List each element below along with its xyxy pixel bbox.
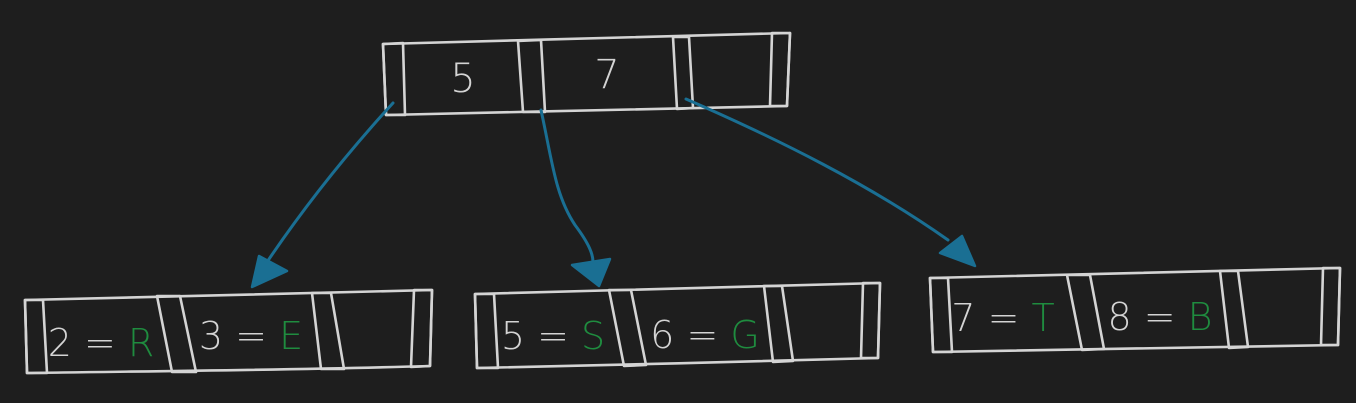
leaf-1-slot-0 xyxy=(23,298,49,375)
pointer-arrows xyxy=(250,97,977,289)
arrow-root-to-leaf-3 xyxy=(684,97,950,242)
leaf-1-slot-3 xyxy=(409,288,434,369)
leaf-2-value-1: S xyxy=(581,314,605,358)
arrow-root-to-leaf-1 xyxy=(261,101,395,270)
leaf-2-entry-2: 6 = G xyxy=(650,313,760,357)
leaf-1-slot-2 xyxy=(310,291,346,371)
leaf-node-1: 2 = R 3 = E xyxy=(23,288,434,375)
root-key-2: 7 xyxy=(594,52,619,98)
leaf-2-key-1: 5 xyxy=(501,314,525,358)
leaf-2-slot-3 xyxy=(859,281,882,360)
root-node: 5 7 xyxy=(381,31,792,117)
arrow-head-1 xyxy=(250,254,289,289)
leaf-1-entry-1: 2 = R xyxy=(48,321,155,365)
leaf-1-key-1: 2 xyxy=(48,321,72,365)
leaf-node-3-outline xyxy=(928,266,1342,354)
leaf-3-entry-2: 8 = B xyxy=(1107,295,1212,339)
leaf-3-slot-1 xyxy=(1065,273,1106,352)
root-node-outline xyxy=(381,31,792,117)
root-pointer-slot-3 xyxy=(768,31,792,108)
leaf-3-entry-1: 7 = T xyxy=(951,296,1054,340)
leaf-1-entry-2: 3 = E xyxy=(199,314,303,358)
leaf-node-1-outline xyxy=(23,288,434,375)
leaf-3-value-1: T xyxy=(1031,296,1054,340)
leaf-3-value-2: B xyxy=(1188,295,1213,339)
root-pointer-slot-1 xyxy=(516,38,547,114)
leaf-3-slot-2 xyxy=(1218,269,1250,350)
leaf-2-value-2: G xyxy=(730,313,759,357)
leaf-1-key-2: 3 xyxy=(199,314,223,358)
leaf-2-key-2: 6 xyxy=(650,313,674,357)
root-pointer-slot-0 xyxy=(381,41,407,117)
leaf-3-slot-3 xyxy=(1319,266,1342,347)
arrow-head-2 xyxy=(570,257,612,288)
leaf-2-slot-1 xyxy=(607,288,648,368)
leaf-node-3: 7 = T 8 = B xyxy=(928,266,1342,354)
leaf-3-slot-0 xyxy=(928,276,954,354)
leaf-2-slot-0 xyxy=(473,292,500,370)
leaf-1-value-2: E xyxy=(279,314,303,358)
arrow-root-to-leaf-2 xyxy=(539,108,595,264)
root-pointer-slot-2 xyxy=(671,35,695,111)
leaf-1-slot-1 xyxy=(155,294,198,374)
arrow-head-3 xyxy=(938,234,977,268)
leaf-node-2: 5 = S 6 = G xyxy=(473,281,882,370)
leaf-node-2-outline xyxy=(473,281,882,370)
leaf-2-slot-2 xyxy=(762,284,795,364)
root-key-1: 5 xyxy=(450,56,475,102)
leaf-3-key-1: 7 xyxy=(951,296,975,340)
leaf-1-value-1: R xyxy=(128,321,154,365)
leaf-3-key-2: 8 xyxy=(1107,295,1131,339)
leaf-2-entry-1: 5 = S xyxy=(501,314,605,358)
